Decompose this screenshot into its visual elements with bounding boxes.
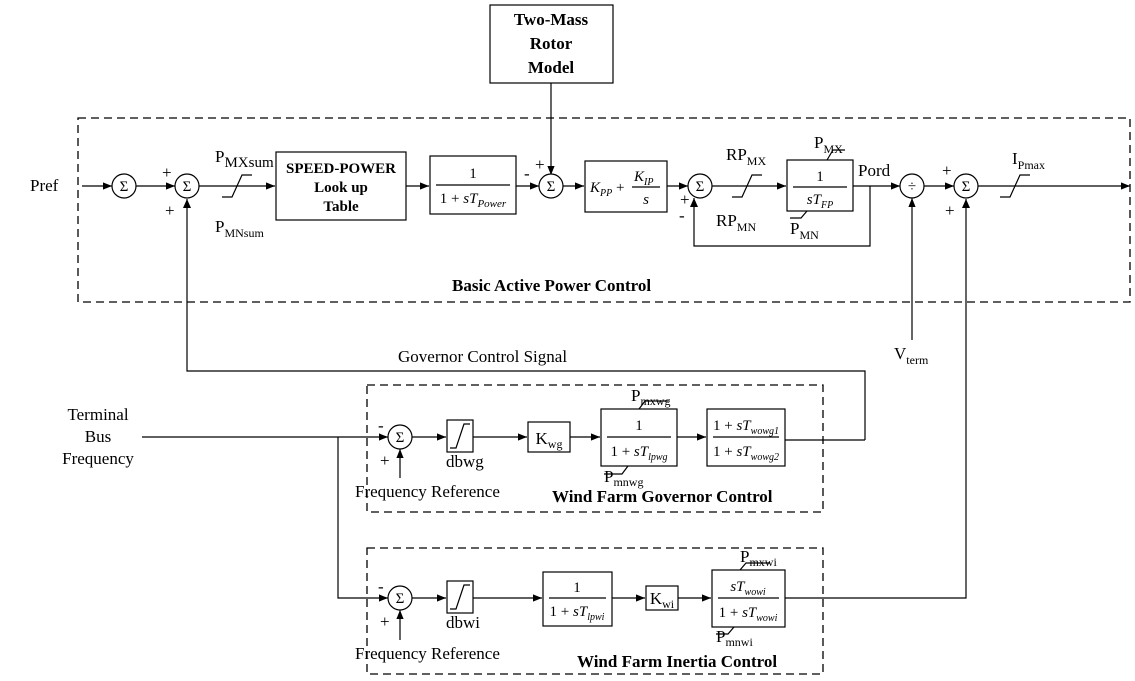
sum2-plus-bottom: +	[165, 201, 175, 220]
sum5-plus-bottom: +	[945, 201, 955, 220]
two-mass-rotor-model-block	[489, 4, 614, 84]
sum-symbol-4: Σ	[696, 179, 705, 195]
inertia-signal-wire	[785, 199, 967, 599]
inr-sum-symbol: Σ	[396, 591, 405, 607]
sum5-plus-top: +	[942, 161, 952, 180]
inr-freqref-label: Frequency Reference	[355, 644, 500, 663]
pmnsum-label: PMNsum	[215, 217, 264, 240]
pmxsum-limiter-icon	[222, 174, 252, 198]
pmx-limit-mark	[826, 149, 845, 161]
pord-feedback-wire	[693, 186, 871, 247]
rp-limiter-icon	[732, 174, 762, 198]
inertia-region-label: Wind Farm Inertia Control	[577, 652, 777, 671]
lpwi-num: 1	[573, 580, 581, 596]
speed-power-table-block	[275, 151, 407, 221]
sum-symbol-1: Σ	[120, 179, 129, 195]
speed-power-line-3: Table	[323, 199, 359, 215]
pi-s: s	[643, 192, 649, 208]
kwi-label: Kwi	[650, 589, 675, 611]
kwg-label: Kwg	[536, 429, 563, 451]
basic-active-power-control-region	[77, 117, 1131, 303]
lpwg-den: 1 + sTlpwg	[610, 444, 667, 463]
pmxwi-label: Pmxwi	[740, 547, 777, 569]
dbwi-deadband-block	[446, 580, 474, 614]
inertia-control-region	[366, 547, 824, 675]
governor-control-region	[366, 384, 824, 513]
integrator-num: 1	[816, 169, 824, 185]
sum-symbol-2: Σ	[183, 179, 192, 195]
pmxwg-label: Pmxwg	[631, 386, 670, 408]
sum-symbol-3: Σ	[547, 179, 556, 195]
tbf-line-3: Frequency	[62, 449, 134, 468]
wowi-num: sTwowi	[730, 579, 766, 598]
pmnwg-limit-mark	[604, 465, 629, 475]
power-lag-num: 1	[469, 166, 477, 182]
gov-freqref-label: Frequency Reference	[355, 482, 500, 501]
tbf-line-2: Bus	[85, 427, 111, 446]
ipmax-label: IPmax	[1012, 149, 1045, 172]
sum4-minus: -	[679, 206, 685, 225]
inertia-signal-arrowhead	[962, 199, 970, 208]
two-mass-line-3: Model	[528, 58, 575, 77]
governor-region-label: Wind Farm Governor Control	[552, 487, 773, 506]
rpmx-label: RPMX	[726, 145, 766, 168]
pref-label: Pref	[30, 176, 59, 195]
lpwi-lag-block	[542, 571, 613, 627]
pi-plus: +	[616, 180, 624, 196]
pord-label: Pord	[858, 161, 891, 180]
pmnwi-limit-mark	[716, 626, 735, 635]
frequency-wire-inertia	[337, 437, 388, 602]
pord-feedback-arrowhead	[690, 198, 698, 207]
pmnwg-label: Pmnwg	[604, 467, 643, 489]
pmn-label: PMN	[790, 219, 819, 242]
dbwi-deadband-icon	[450, 584, 470, 610]
two-mass-line-1: Two-Mass	[514, 10, 589, 29]
power-lag-den: 1 + sTPower	[440, 191, 507, 210]
gov-sum-plus: +	[380, 451, 390, 470]
sum3-minus: -	[524, 164, 530, 183]
dbwg-label: dbwg	[446, 452, 484, 471]
divider-symbol: ÷	[908, 179, 916, 195]
sum2-plus-top: +	[162, 163, 172, 182]
tbf-line-1: Terminal	[67, 405, 128, 424]
integrator-den: sTFP	[807, 192, 833, 211]
rpmn-label: RPMN	[716, 211, 756, 234]
speed-power-line-1: SPEED-POWER	[286, 161, 396, 177]
wowi-den: 1 + sTwowi	[719, 605, 778, 624]
lpwi-den: 1 + sTlpwi	[550, 604, 605, 623]
governor-signal-arrowhead	[183, 199, 191, 208]
pmnwi-label: Pmnwi	[716, 627, 753, 649]
integrator-block	[786, 159, 854, 212]
wowg-den: 1 + sTwowg2	[713, 444, 779, 463]
inr-sum-minus: -	[378, 577, 384, 596]
pmxwi-limit-mark	[739, 562, 770, 571]
ipmax-limiter-icon	[1000, 174, 1030, 198]
governor-signal-wire	[186, 199, 866, 440]
lpwg-num: 1	[635, 418, 643, 434]
kwg-gain-block	[527, 421, 571, 453]
pmx-label: PMX	[814, 133, 843, 156]
dbwg-deadband-icon	[450, 423, 470, 449]
pmn-limit-mark	[790, 210, 808, 219]
speed-power-line-2: Look up	[314, 180, 368, 196]
vterm-label: Vterm	[894, 344, 929, 367]
two-mass-line-2: Rotor	[530, 34, 573, 53]
governor-signal-label: Governor Control Signal	[398, 347, 567, 366]
basic-region-label: Basic Active Power Control	[452, 276, 651, 295]
gov-sum-symbol: Σ	[396, 430, 405, 446]
pi-kpp: KPP	[589, 180, 612, 199]
pmxwg-limit-mark	[638, 400, 668, 410]
gov-sum-minus: -	[378, 416, 384, 435]
sum3-plus: +	[535, 155, 545, 174]
pmxsum-label: PMXsum	[215, 147, 274, 171]
sum-symbol-5: Σ	[962, 179, 971, 195]
dbwi-label: dbwi	[446, 613, 480, 632]
wowg-num: 1 + sTwowg1	[713, 418, 779, 437]
pi-kip: KIP	[633, 169, 653, 188]
sum4-plus: +	[680, 190, 690, 209]
inr-sum-plus: +	[380, 612, 390, 631]
